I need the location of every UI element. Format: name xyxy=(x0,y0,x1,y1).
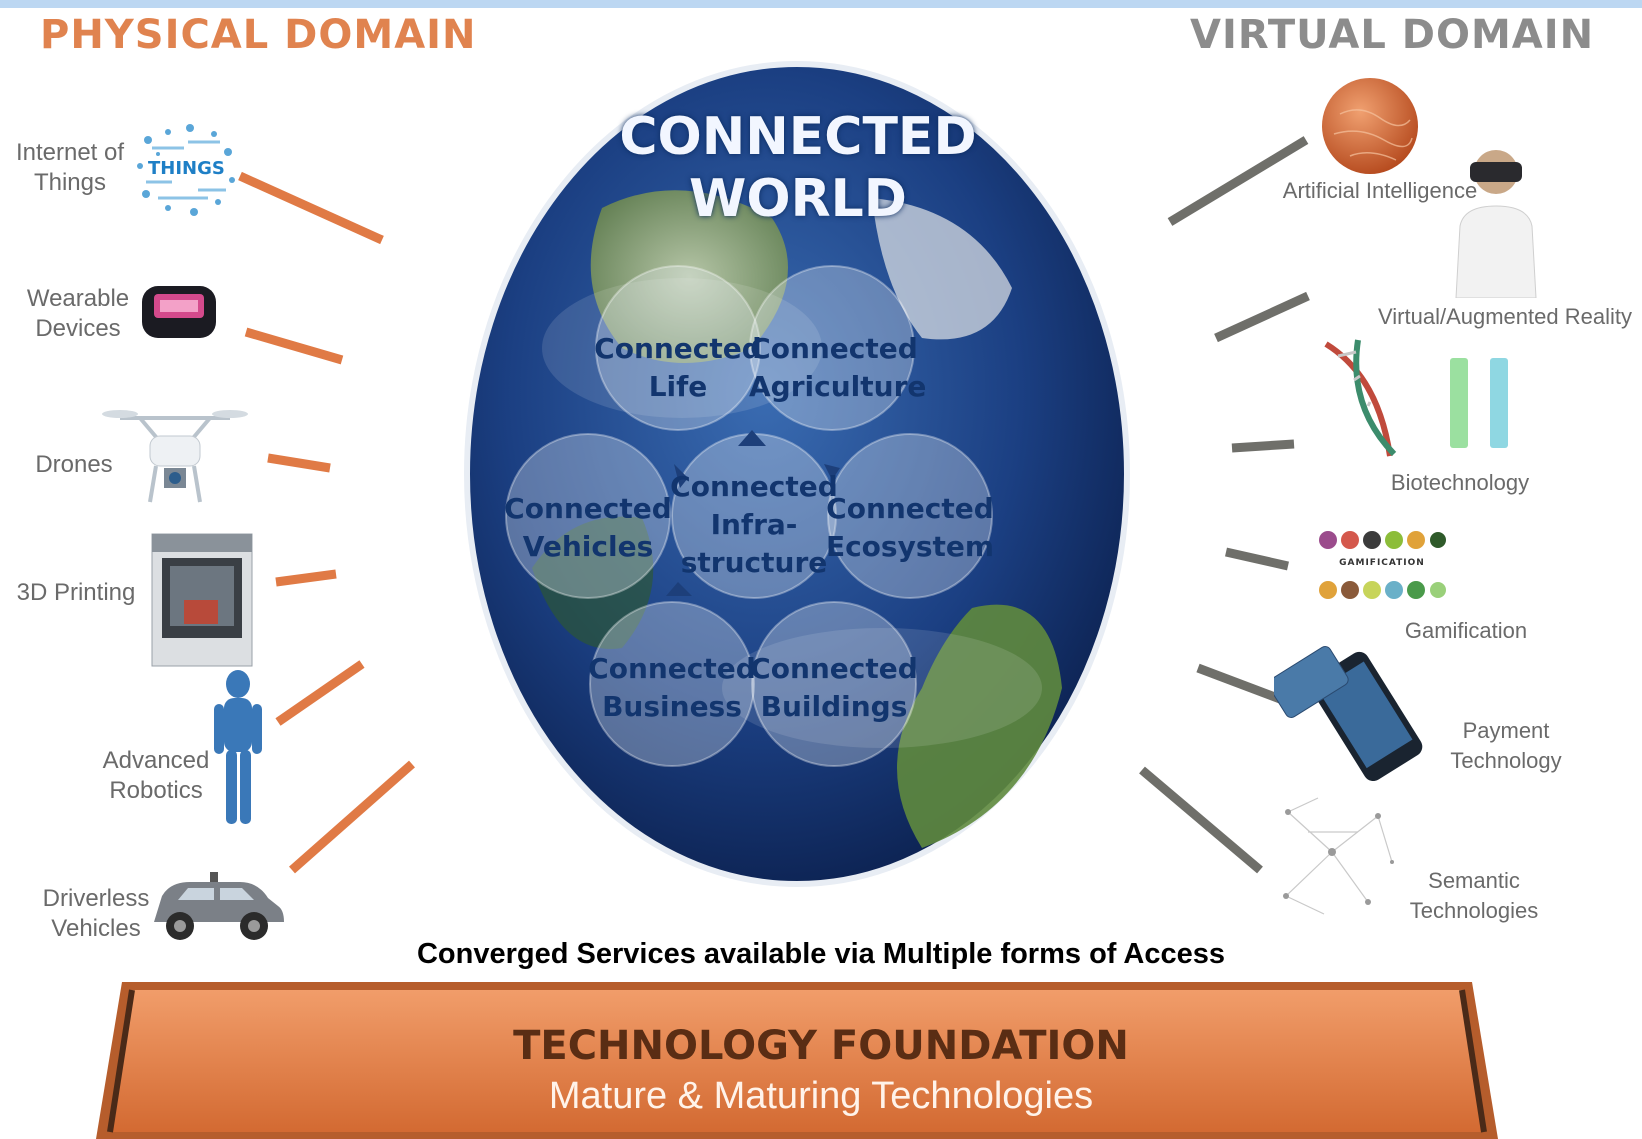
circle-business xyxy=(589,601,755,767)
payment-label: Payment Technology xyxy=(1450,718,1562,773)
virtual-domain-title: VIRTUAL DOMAIN xyxy=(1190,12,1595,58)
vr-headset-person-icon xyxy=(1450,142,1542,299)
car-icon xyxy=(144,870,286,944)
connector-drones xyxy=(267,453,331,473)
driverless-label: Driverless Vehicles xyxy=(42,885,150,942)
connector-robotics xyxy=(275,660,365,726)
connector-ai xyxy=(1167,136,1309,226)
robotics-label: Advanced Robotics xyxy=(102,747,210,804)
foundation-title: TECHNOLOGY FOUNDATION xyxy=(513,1023,1129,1069)
drone-icon xyxy=(100,390,250,506)
top-banner-strip xyxy=(0,0,1642,8)
smartwatch-icon xyxy=(140,280,218,344)
circle-agriculture xyxy=(749,265,915,431)
connector-biotech xyxy=(1231,439,1295,453)
connector-iot xyxy=(238,171,384,245)
circle-vehicles xyxy=(505,433,671,599)
3d-printer-icon xyxy=(148,530,256,670)
drones-label: Drones xyxy=(35,451,113,478)
gamification-badge-text: GAMIFICATION xyxy=(1339,558,1425,568)
technology-foundation-bar xyxy=(96,982,1498,1139)
biotechnology-label: Biotechnology xyxy=(1390,470,1530,495)
connector-3d-printing xyxy=(275,569,337,587)
connector-gamification xyxy=(1225,547,1289,571)
iot-word-cloud-icon: THINGS xyxy=(128,118,240,222)
circle-buildings xyxy=(751,601,917,767)
converged-services-caption: Converged Services available via Multipl… xyxy=(416,938,1226,970)
semantic-label: Semantic Technologies xyxy=(1409,868,1539,923)
connector-wearable xyxy=(244,327,344,365)
circle-life xyxy=(595,265,761,431)
wearable-label: Wearable Devices xyxy=(26,285,130,342)
gamification-badges-icon: GAMIFICATION xyxy=(1318,528,1446,604)
brain-sphere-icon xyxy=(1320,74,1420,176)
iot-badge-text: THINGS xyxy=(148,158,225,179)
foundation-subtitle: Mature & Maturing Technologies xyxy=(548,1075,1094,1117)
physical-domain-title: PHYSICAL DOMAIN xyxy=(40,12,477,58)
robot-icon xyxy=(206,668,270,828)
connected-world-title: CONNECTED WORLD xyxy=(619,107,977,229)
vr-label: Virtual/Augmented Reality xyxy=(1378,304,1632,329)
connector-vr xyxy=(1214,291,1310,343)
gamification-label: Gamification xyxy=(1404,618,1528,643)
dna-helix-icon xyxy=(1318,336,1518,460)
3d-printing-label: 3D Printing xyxy=(16,579,136,606)
connector-payment xyxy=(1196,663,1290,707)
mobile-payment-icon xyxy=(1267,628,1434,792)
connector-driverless xyxy=(289,760,415,874)
semantic-network-icon xyxy=(1268,792,1398,920)
iot-label: Internet of Things xyxy=(15,139,125,196)
connector-semantic xyxy=(1139,766,1263,874)
circle-ecosystem xyxy=(827,433,993,599)
ai-label: Artificial Intelligence xyxy=(1282,178,1478,203)
